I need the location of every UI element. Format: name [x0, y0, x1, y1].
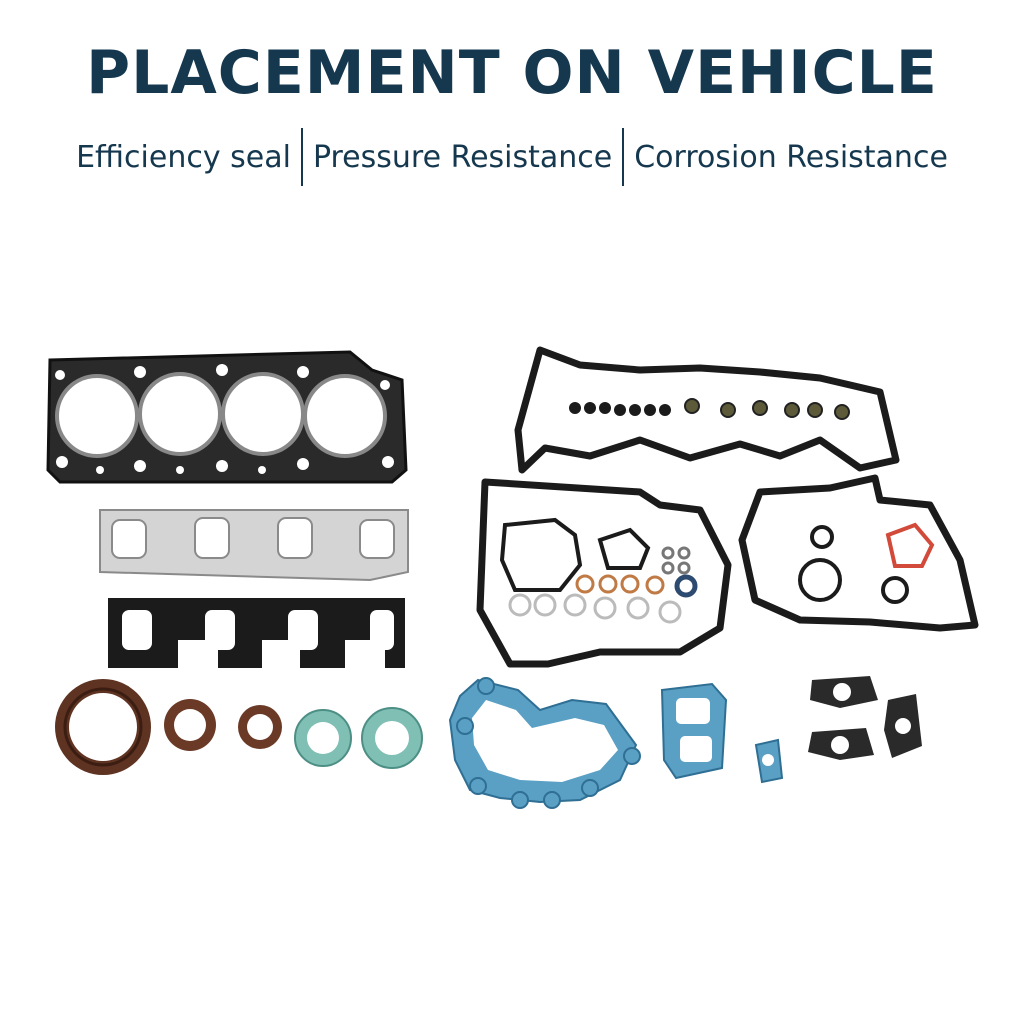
divider: [300, 128, 303, 186]
intake-manifold-gasket: [108, 598, 405, 668]
page-title: PLACEMENT ON VEHICLE: [86, 38, 938, 108]
crankshaft-seal: [55, 679, 151, 775]
fiber-washer-large: [361, 707, 423, 769]
camshaft-seal: [164, 699, 216, 751]
feature-pressure-resistance: Pressure Resistance: [312, 139, 613, 175]
valve-cover-gasket: [514, 346, 900, 474]
thermostat-gasket: [660, 682, 728, 780]
egr-gaskets: [808, 676, 922, 760]
gasket-kit-image: [46, 346, 979, 809]
water-pump-gasket: [448, 677, 641, 809]
head-gasket: [46, 350, 408, 484]
exhaust-manifold-gaskets: [99, 509, 409, 582]
oil-seal: [238, 705, 282, 749]
timing-cover-gasket-right: [738, 474, 979, 632]
feature-corrosion-resistance: Corrosion Resistance: [634, 139, 948, 175]
feature-list: Efficiency seal Pressure Resistance Corr…: [0, 128, 1024, 186]
small-blue-gasket: [754, 738, 784, 784]
divider: [622, 128, 625, 186]
feature-efficiency-seal: Efficiency seal: [76, 139, 291, 175]
fiber-washer-small: [294, 709, 352, 767]
timing-cover-gasket-left: [476, 478, 732, 668]
